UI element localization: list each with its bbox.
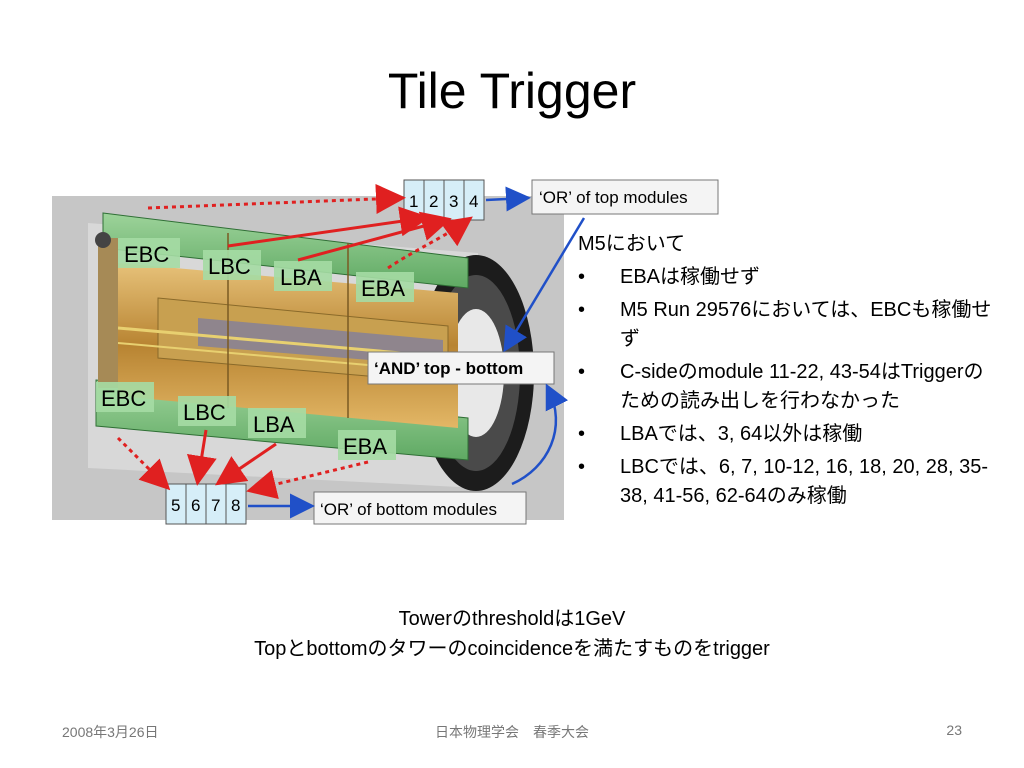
list-item: •EBAは稼働せず [578, 263, 998, 292]
footer-date: 2008年3月26日 [62, 724, 159, 740]
label-lba-bottom: LBA [253, 412, 295, 437]
tower-1: 1 [409, 192, 418, 211]
svg-text:‘OR’ of bottom modules: ‘OR’ of bottom modules [320, 500, 497, 519]
label-lba-top: LBA [280, 265, 322, 290]
summary-line-2: Topとbottomのタワーのcoincidenceを満たすものをtrigger [254, 638, 770, 660]
top-tower-boxes: 1 2 3 4 [403, 179, 485, 221]
label-lbc-top: LBC [208, 254, 251, 279]
bullet-icon: • [578, 266, 586, 288]
bottom-arrows [116, 429, 369, 499]
notes-panel: M5において •EBAは稼働せず •M5 Run 29576においては、EBCも… [578, 230, 998, 515]
label-eba-bottom: EBA [343, 434, 387, 459]
footer-event: 日本物理学会 春季大会 [435, 724, 589, 740]
tower-5: 5 [171, 496, 180, 515]
tower-4: 4 [469, 192, 478, 211]
tower-2: 2 [429, 192, 438, 211]
list-item: •LBAでは、3, 64以外は稼働 [578, 420, 998, 449]
bullet-icon: • [578, 423, 586, 445]
and-box: ‘AND’ top - bottom [367, 351, 555, 385]
bullet-icon: • [578, 361, 586, 383]
label-ebc-top: EBC [124, 242, 169, 267]
or-bottom-box: ‘OR’ of bottom modules [313, 491, 527, 525]
top-arrows [147, 183, 473, 270]
label-eba-top: EBA [361, 276, 405, 301]
list-item: •M5 Run 29576においては、EBCも稼働せず [578, 296, 998, 354]
list-item: •C-sideのmodule 11-22, 43-54はTriggerのための読… [578, 358, 998, 416]
bottom-tower-boxes: 5 6 7 8 [165, 483, 247, 525]
label-ebc-bottom: EBC [101, 386, 146, 411]
list-item: •LBCでは、6, 7, 10-12, 16, 18, 20, 28, 35-3… [578, 453, 998, 511]
notes-list: •EBAは稼働せず •M5 Run 29576においては、EBCも稼働せず •C… [578, 263, 998, 511]
label-lbc-bottom: LBC [183, 400, 226, 425]
or-top-box: ‘OR’ of top modules [531, 179, 719, 215]
tower-7: 7 [211, 496, 220, 515]
blue-arrows [248, 186, 586, 519]
tower-8: 8 [231, 496, 240, 515]
tower-3: 3 [449, 192, 458, 211]
bottom-module-labels: EBC LBC LBA EBA [96, 382, 396, 460]
detector-figure: EBC LBC LBA EBA EBC LBC LBA EBA 1 2 3 4 … [52, 179, 719, 525]
slide-title: Tile Trigger [387, 63, 637, 119]
page-number: 23 [946, 722, 962, 738]
top-module-labels: EBC LBC LBA EBA [118, 238, 414, 302]
bullet-icon: • [578, 456, 586, 478]
svg-text:‘OR’ of top modules: ‘OR’ of top modules [539, 188, 688, 207]
bullet-icon: • [578, 299, 586, 321]
svg-text:‘AND’ top - bottom: ‘AND’ top - bottom [374, 359, 523, 378]
summary-line-1: Towerのthresholdは1GeV [398, 608, 626, 630]
notes-heading: M5において [578, 233, 686, 255]
tower-6: 6 [191, 496, 200, 515]
